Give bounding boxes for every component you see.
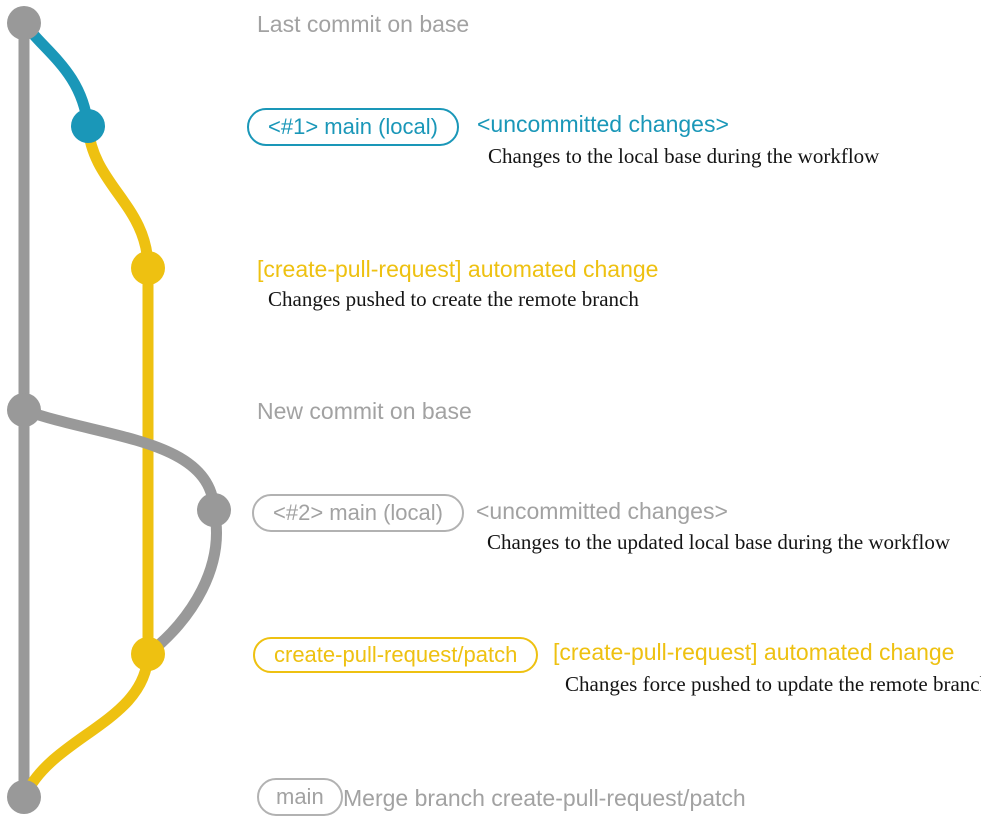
branch-label-main: main (257, 778, 343, 816)
uncommitted-changes-desc-1: Changes to the local base during the wor… (488, 144, 880, 168)
local-main-2-edge (18, 404, 220, 516)
uncommitted-changes-title-2: <uncommitted changes> (476, 498, 728, 524)
commit-node-local-main-2 (197, 493, 231, 527)
automated-change-title-1: [create-pull-request] automated change (257, 256, 659, 282)
uncommitted-changes-desc-2: Changes to the updated local base during… (487, 530, 951, 554)
commit-node-merge (7, 780, 41, 814)
local-main-1-edge (18, 17, 94, 132)
branch-label-create-pull-request-patch: create-pull-request/patch (253, 637, 539, 673)
automated-change-desc-2: Changes force pushed to update the remot… (565, 672, 981, 696)
patch-branch-merge-edge (19, 648, 154, 802)
commit-node-patch-created (131, 251, 165, 285)
caption-merge-branch: Merge branch create-pull-request/patch (343, 785, 746, 811)
caption-new-commit-on-base: New commit on base (257, 398, 472, 424)
uncommitted-changes-title-1: <uncommitted changes> (477, 111, 729, 137)
branch-label-main-local-1: <#1> main (local) (247, 108, 459, 146)
patch-branch-create-edge (82, 120, 154, 274)
commit-node-last-base (7, 6, 41, 40)
automated-change-title-2: [create-pull-request] automated change (553, 639, 955, 665)
caption-last-commit-on-base: Last commit on base (257, 11, 470, 37)
branch-label-main-local-2: <#2> main (local) (252, 494, 464, 532)
patch-branch-update-edge (142, 504, 222, 660)
commit-node-local-main-1 (71, 109, 105, 143)
automated-change-desc-1: Changes pushed to create the remote bran… (268, 287, 639, 311)
commit-node-patch-updated (131, 637, 165, 671)
commit-node-new-base (7, 393, 41, 427)
